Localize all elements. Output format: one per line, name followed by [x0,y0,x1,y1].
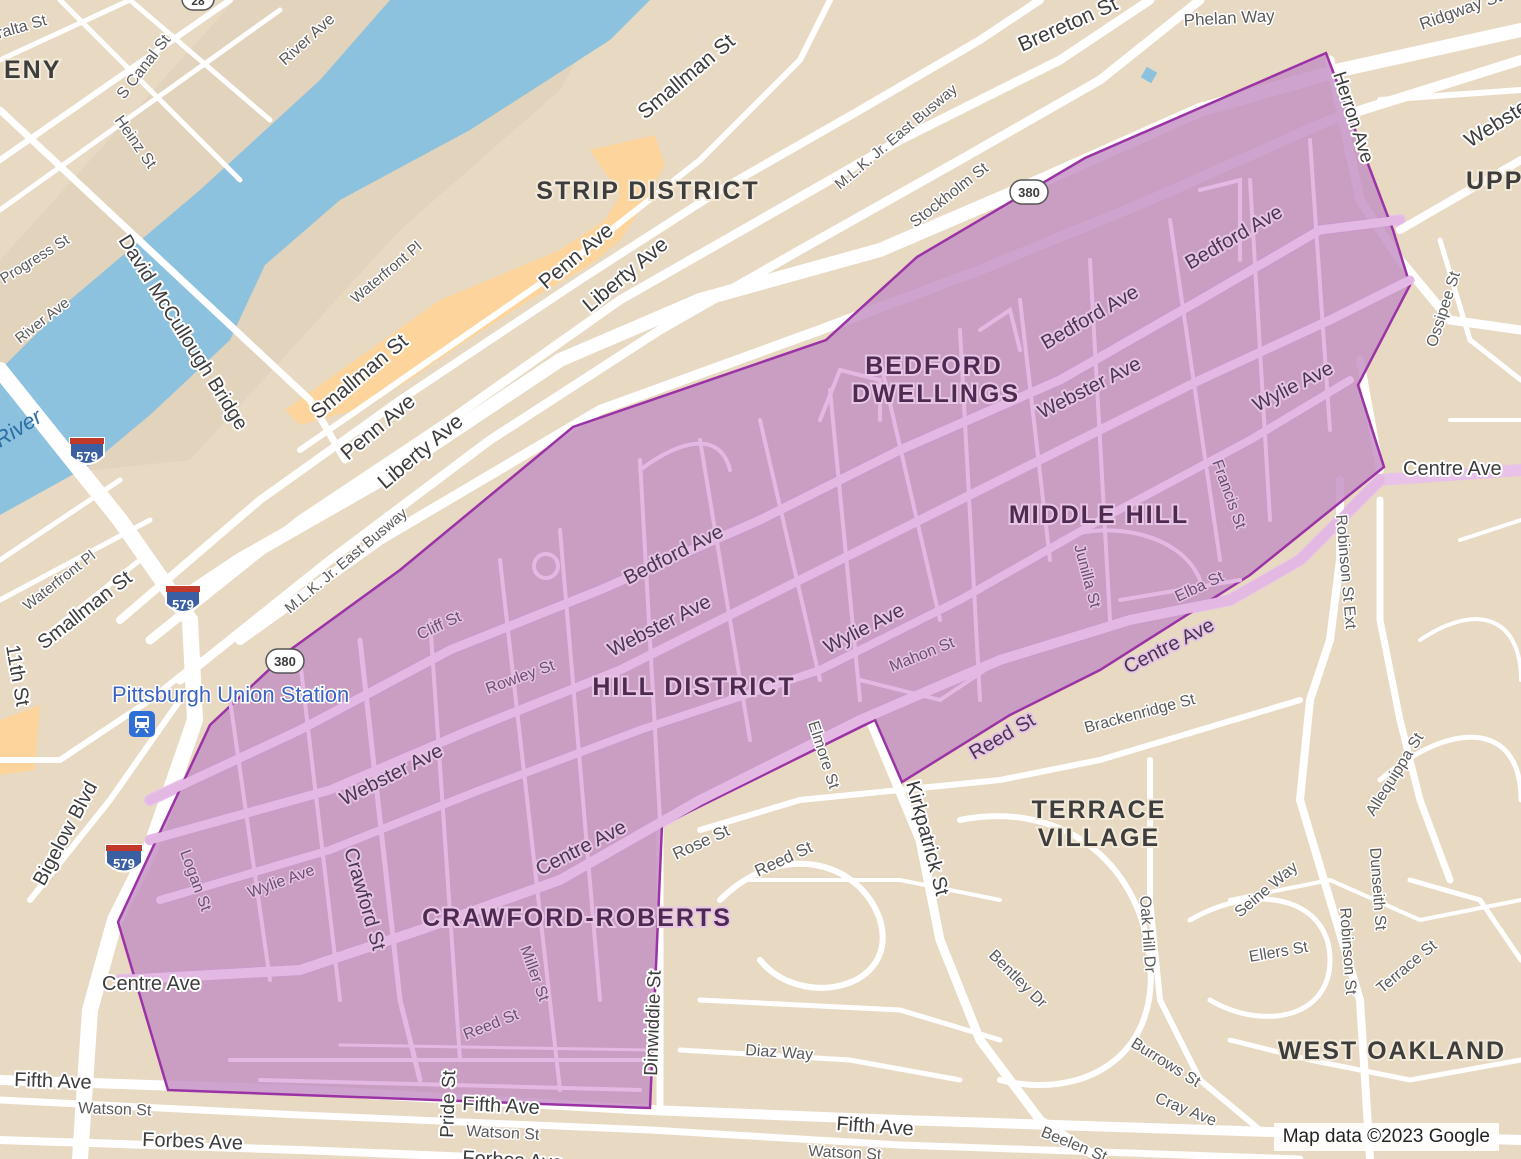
neighborhood-west-oakland: WEST OAKLAND [1278,1037,1506,1065]
neighborhood-crawford-roberts: CRAWFORD-ROBERTS [422,904,732,932]
allegheny-river [0,0,650,515]
neighborhood-terrace-line1: TERRACE [1032,796,1167,824]
road-centre-ave-east: Centre Ave [1403,458,1502,480]
neighborhood-strip-district: STRIP DISTRICT [536,177,759,205]
pa380-shield-label: 380 [1018,185,1040,200]
union-station-label[interactable]: Pittsburgh Union Station [111,681,351,709]
train-station-icon [135,716,149,734]
pa380-shield-1: 380 [1009,179,1049,205]
road-fifth-ave-west: Fifth Ave [14,1069,92,1094]
road-fifth-ave-mid: Fifth Ave [462,1093,540,1119]
i579-shield-2: 579 [165,585,201,613]
pa380-shield-label: 380 [274,654,296,669]
i579-shield-3: 579 [105,844,143,873]
pa380-shield-2: 380 [265,648,305,674]
neighborhood-bedford-line1: BEDFORD [865,352,1003,380]
pa28-shield: 28 [181,0,215,11]
neighborhood-terrace-line2: VILLAGE [1038,824,1160,852]
road-pride-st: Pride St [437,1069,460,1138]
map-attribution: Map data ©2023 Google [1273,1123,1499,1151]
neighborhood-hill-district: HILL DISTRICT [592,673,795,701]
strip-district-commercial [285,135,665,425]
road-watson-st-mid: Watson St [466,1123,541,1144]
hill-district-streets [115,138,1415,1092]
road-dinwiddie-st: Dinwiddie St [641,969,666,1076]
i579-shield-1: 579 [69,437,105,465]
neighborhood-upper-partial: UPP [1466,167,1521,195]
hill-district-boundary[interactable] [116,51,1412,1110]
road-centre-ave-west: Centre Ave [102,973,201,995]
neighborhood-middle-hill: MIDDLE HILL [1009,501,1189,529]
road-forbes-ave-west: Forbes Ave [142,1129,244,1155]
i579-shield-label: 579 [76,449,98,464]
pa28-shield-label: 28 [191,0,205,8]
road-watson-st-east: Watson St [808,1143,883,1159]
neighborhood-bedford-line2: DWELLINGS [852,380,1020,408]
road-diaz-way: Diaz Way [745,1042,814,1064]
i579-shield-label: 579 [172,597,194,612]
pond [1140,66,1158,84]
neighborhood-allegheny-partial: ENY [4,56,61,84]
road-watson-st-west: Watson St [78,1100,152,1120]
i579-shield-label: 579 [113,856,135,871]
union-station-poi[interactable] [129,711,155,737]
